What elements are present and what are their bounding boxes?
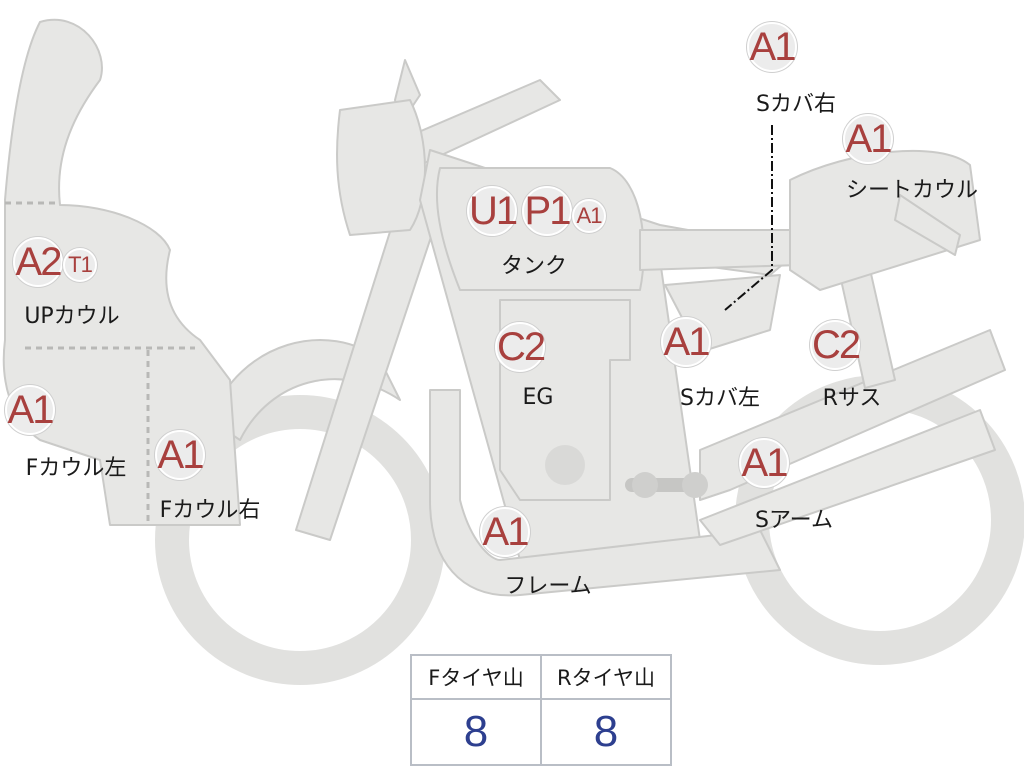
up-cowl-minor-grade-badge: T1 (63, 248, 97, 282)
seat-cowl-shape (789, 149, 981, 291)
tire-tread-table: Fタイヤ山 Rタイヤ山 8 8 (410, 654, 672, 766)
front-cowl-shape (2, 19, 241, 526)
f-cowl-right-grade-badge: A1 (155, 430, 205, 480)
f-cowl-left-grade-badge: A1 (5, 385, 55, 435)
side-cover-right-grade-badge: A1 (747, 22, 797, 72)
front-wheel (155, 395, 445, 685)
tank-minor-grade-badge: A1 (572, 199, 606, 233)
f-cowl-right-label: Fカウル右 (159, 498, 261, 523)
seat-cowl-grade-badge: A1 (843, 114, 893, 164)
front-tire-value: 8 (410, 698, 542, 766)
swing-arm-label: Sアーム (755, 508, 833, 533)
rear-suspension-label: Rサス (822, 386, 882, 411)
seat-cowl-label: シートカウル (845, 178, 979, 203)
up-cowl-grade-badge: A2 (13, 237, 63, 287)
up-cowl-label: UPカウル (24, 304, 120, 329)
side-cover-left-label: Sカバ左 (680, 386, 760, 411)
engine-label: EG (522, 385, 554, 410)
headlight (336, 99, 426, 236)
side-cover-right-label: Sカバ右 (756, 92, 836, 117)
f-cowl-left-label: Fカウル左 (25, 456, 127, 481)
swing-arm-grade-badge: A1 (739, 438, 789, 488)
rear-tire-value: 8 (540, 698, 672, 766)
tank-grade-badge: U1 (467, 186, 518, 236)
side-cover-left-grade-badge: A1 (661, 317, 711, 367)
frame-grade-badge: A1 (480, 507, 530, 557)
rear-suspension-grade-badge: C2 (810, 320, 861, 370)
rear-tire-header: Rタイヤ山 (540, 654, 672, 700)
tank-grade-badge: P1 (522, 186, 572, 236)
tank-label: タンク (500, 254, 568, 279)
front-tire-header: Fタイヤ山 (410, 654, 542, 700)
frame-label: フレーム (504, 574, 592, 599)
engine-grade-badge: C2 (495, 322, 546, 372)
